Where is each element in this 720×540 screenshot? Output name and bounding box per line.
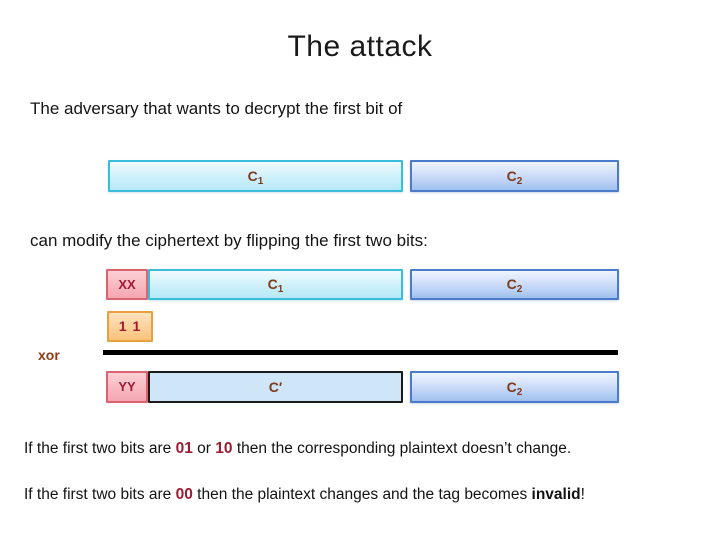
footer2-text: If the first two bits are bbox=[24, 486, 176, 503]
flip-bits-box: 1 1 bbox=[107, 311, 153, 342]
c1-label: C1 bbox=[247, 168, 264, 187]
modify-text: can modify the ciphertext by flipping th… bbox=[30, 231, 428, 250]
xx-label: XX bbox=[118, 277, 136, 292]
bits-01: 01 bbox=[175, 440, 193, 457]
bits-00: 00 bbox=[175, 486, 193, 503]
slide-title: The attack bbox=[287, 30, 433, 63]
c2-label: C2 bbox=[506, 168, 523, 187]
footer-line-1: If the first two bits are 01 or 10 then … bbox=[24, 440, 572, 457]
intro-text: The adversary that wants to decrypt the … bbox=[30, 99, 403, 118]
c1-label-row2: C1 bbox=[267, 276, 284, 295]
ciphertext-c2-box: C2 bbox=[410, 160, 619, 192]
modified-ciphertext-cprime-box: C′ bbox=[148, 371, 403, 403]
c2-subscript-row2: 2 bbox=[516, 284, 523, 295]
ciphertext-c2-box-row2: C2 bbox=[410, 269, 619, 300]
c2-label-row2: C2 bbox=[506, 276, 523, 295]
footer1-text: If the first two bits are bbox=[24, 440, 176, 457]
cprime-label: C′ bbox=[268, 379, 283, 395]
c2-subscript-row3: 2 bbox=[516, 387, 523, 398]
yy-label: YY bbox=[118, 379, 136, 394]
first-bits-xx-box: XX bbox=[106, 269, 148, 300]
flip-bits-label: 1 1 bbox=[118, 318, 142, 334]
ciphertext-c1-box: C1 bbox=[108, 160, 403, 192]
c2-subscript: 2 bbox=[516, 176, 523, 187]
result-bits-yy-box: YY bbox=[106, 371, 148, 403]
c1-subscript-row2: 1 bbox=[277, 284, 284, 295]
xor-label: xor bbox=[38, 347, 60, 363]
ciphertext-c2-box-row3: C2 bbox=[410, 371, 619, 403]
c2-label-row3: C2 bbox=[506, 379, 523, 398]
c1-subscript: 1 bbox=[257, 176, 264, 187]
bits-10: 10 bbox=[215, 440, 233, 457]
ciphertext-c1-box-row2: C1 bbox=[148, 269, 403, 300]
invalid-emphasis: invalid bbox=[531, 486, 581, 503]
footer-line-2: If the first two bits are 00 then the pl… bbox=[24, 486, 585, 503]
xor-operation-line bbox=[103, 350, 618, 355]
